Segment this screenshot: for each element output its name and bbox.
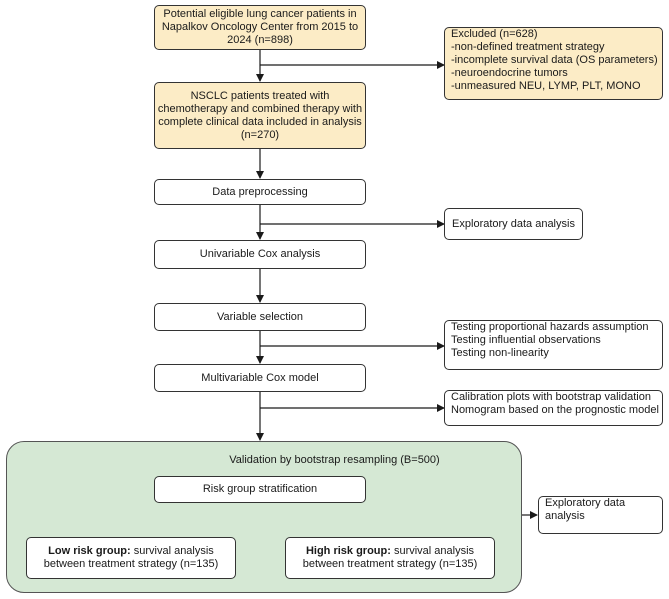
exploratory-analysis-box-2: Exploratory data analysis (538, 496, 663, 534)
eligible-patients-box: Potential eligible lung cancer patients … (154, 5, 366, 50)
excluded-box: Excluded (n=628) -non-defined treatment … (444, 27, 663, 100)
high-risk-line-2: between treatment strategy (n=135) (302, 558, 478, 570)
exploratory2-line-2: analysis (545, 510, 585, 522)
eligible-line-1: Potential eligible lung cancer patients … (163, 8, 357, 20)
included-line-3: complete clinical data included in analy… (158, 115, 362, 128)
validation-title: Validation by bootstrap resampling (B=50… (229, 454, 440, 466)
data-preprocessing-box: Data preprocessing (154, 179, 366, 205)
calibration-line-1: Calibration plots with bootstrap validat… (451, 391, 651, 403)
eligible-line-2: Napalkov Oncology Center from 2015 to (161, 21, 359, 33)
calibration-box: Calibration plots with bootstrap validat… (444, 390, 663, 426)
univariable-cox-box: Univariable Cox analysis (154, 240, 366, 269)
high-risk-line-1: High risk group: survival analysis (306, 545, 474, 558)
included-line-4: (n=270) (240, 128, 280, 141)
testing-line-2: Testing influential observations (451, 334, 601, 346)
testing-box: Testing proportional hazards assumption … (444, 320, 663, 370)
high-risk-label: High risk group: (305, 545, 391, 557)
low-risk-box: Low risk group: survival analysis betwee… (26, 537, 236, 579)
high-risk-box: High risk group: survival analysis betwe… (285, 537, 495, 579)
low-risk-line-1: Low risk group: survival analysis (48, 545, 214, 558)
included-patients-box: NSCLC patients treated with chemotherapy… (154, 82, 366, 149)
excluded-line-3: -incomplete survival data (OS parameters… (451, 54, 658, 66)
calibration-line-2: Nomogram based on the prognostic model (451, 404, 659, 416)
low-risk-line-2: between treatment strategy (n=135) (43, 558, 219, 570)
multivariable-cox-box: Multivariable Cox model (154, 364, 366, 392)
excluded-line-4: -neuroendocrine tumors (451, 67, 568, 79)
exploratory2-line-1: Exploratory data (545, 497, 626, 509)
excluded-line-5: -unmeasured NEU, LYMP, PLT, MONO (451, 80, 641, 92)
testing-line-3: Testing non-linearity (451, 347, 549, 359)
low-risk-label: Low risk group: (48, 545, 131, 557)
high-risk-text: survival analysis (390, 545, 475, 557)
included-line-2: chemotherapy and combined therapy with (157, 102, 363, 115)
excluded-line-2: -non-defined treatment strategy (451, 41, 605, 53)
low-risk-text: survival analysis (130, 545, 214, 557)
excluded-line-1: Excluded (n=628) (451, 28, 538, 40)
included-line-1: NSCLC patients treated with (190, 89, 330, 102)
testing-line-1: Testing proportional hazards assumption (451, 321, 649, 333)
eligible-line-3: 2024 (n=898) (227, 34, 293, 46)
variable-selection-box: Variable selection (154, 303, 366, 331)
risk-stratification-box: Risk group stratification (154, 476, 366, 503)
exploratory-analysis-box: Exploratory data analysis (444, 208, 583, 240)
